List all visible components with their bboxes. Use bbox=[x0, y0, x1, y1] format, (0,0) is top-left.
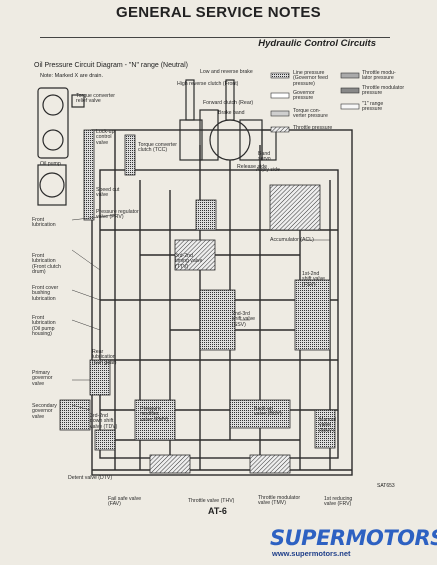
label-torque-converter-relief: Torque converter relief valve bbox=[76, 93, 115, 105]
legend-throttle-modulator-pressure: Throttle modulator pressure bbox=[362, 85, 405, 97]
label-apply-side: Apply side bbox=[256, 167, 280, 173]
label-failsafe-valve: Fail safe valve (FAV) bbox=[108, 496, 142, 508]
label-throttle-valve: Throttle valve (THV) bbox=[188, 498, 235, 504]
legend-throttle-pressure: Throttle pressure bbox=[293, 125, 333, 131]
label-high-reverse-clutch: High reverse clutch (Front) bbox=[177, 81, 239, 87]
label-2nd-3rd-shift-valve: 2nd-3rd shift valve (SSV) bbox=[232, 311, 256, 328]
label-manual-valve: Manual valve (MNV) bbox=[319, 417, 337, 434]
label-front-cover-bushing: Front cover bushing lubrication bbox=[32, 285, 59, 302]
label-oil-pump: Oil pump bbox=[40, 161, 61, 167]
label-throttle-modulator-valve: Throttle modulator valve (TMV) bbox=[258, 495, 301, 507]
figure-code: SAT653 bbox=[377, 483, 395, 489]
label-speed-cut-valve: Speed cut valve bbox=[96, 187, 120, 199]
section-title: Hydraulic Control Circuits bbox=[255, 38, 379, 49]
watermark-brand: SUPERMOTORS bbox=[270, 526, 437, 550]
label-release-side: Release side bbox=[237, 164, 267, 170]
header-divider bbox=[40, 37, 390, 38]
label-torque-converter-clutch: Torque converter clutch (TCC) bbox=[138, 142, 177, 154]
label-detent-valve: Detent valve (DTV) bbox=[68, 475, 113, 481]
legend-torque-converter-pressure: Torque con- verter pressure bbox=[293, 108, 328, 120]
label-pressure-modifier: Pressure modifier valve (PMV) bbox=[140, 406, 169, 423]
label-3rd-2nd-downshift: 3rd-2nd down shift valve (TDV) bbox=[90, 413, 118, 430]
label-front-lubrication: Front lubrication bbox=[32, 217, 56, 229]
label-1st-reducing-valve: 1st reducing valve (FRV) bbox=[324, 496, 353, 508]
diagram-note: Note: Marked X are drain. bbox=[40, 73, 103, 79]
watermark-url: www.supermotors.net bbox=[272, 549, 351, 558]
label-brake-band: Brake band bbox=[218, 110, 245, 116]
legend-range-1-pressure: "1" range pressure bbox=[362, 101, 384, 113]
label-lockup-control-valve: Lock-up control valve bbox=[96, 129, 115, 146]
label-rear-lubrication: Rear lubrication (Sun gear) bbox=[92, 349, 117, 366]
watermark: SUPERMOTORS www.supermotors.net bbox=[262, 524, 437, 558]
legend-line-pressure: Line pressure (Governor feed pressure) bbox=[293, 70, 328, 87]
label-backup-valve: Back-up valve (BUV) bbox=[254, 406, 282, 418]
label-pressure-regulator: Pressure regulator valve (PRV) bbox=[96, 209, 139, 221]
legend-governor-pressure: Governor pressure bbox=[293, 90, 315, 102]
page-title: GENERAL SERVICE NOTES bbox=[116, 4, 321, 21]
label-forward-clutch: Forward clutch (Rear) bbox=[203, 100, 254, 106]
label-timing-valve: 3rd-2nd timing valve (TTV) bbox=[175, 253, 203, 270]
label-front-lubrication-pump: Front lubrication (Oil pump housing) bbox=[32, 315, 56, 338]
diagram-title: Oil Pressure Circuit Diagram - "N" range… bbox=[34, 62, 188, 69]
page-number: AT-6 bbox=[208, 506, 227, 516]
label-primary-governor: Primary governor valve bbox=[32, 370, 53, 387]
label-accumulator: Accumulator (ACL) bbox=[270, 237, 314, 243]
label-1st-2nd-shift-valve: 1st-2nd shift valve (FSV) bbox=[302, 271, 326, 288]
label-secondary-governor: Secondary governor valve bbox=[32, 403, 57, 420]
legend-throttle-modifier-pressure: Throttle modu- lator pressure bbox=[362, 70, 396, 82]
label-band-servo: Band servo bbox=[258, 151, 271, 163]
label-front-lubrication-clutch-drum: Front lubrication (Front clutch drum) bbox=[32, 253, 61, 276]
label-low-reverse-brake: Low and reverse brake bbox=[200, 69, 253, 75]
